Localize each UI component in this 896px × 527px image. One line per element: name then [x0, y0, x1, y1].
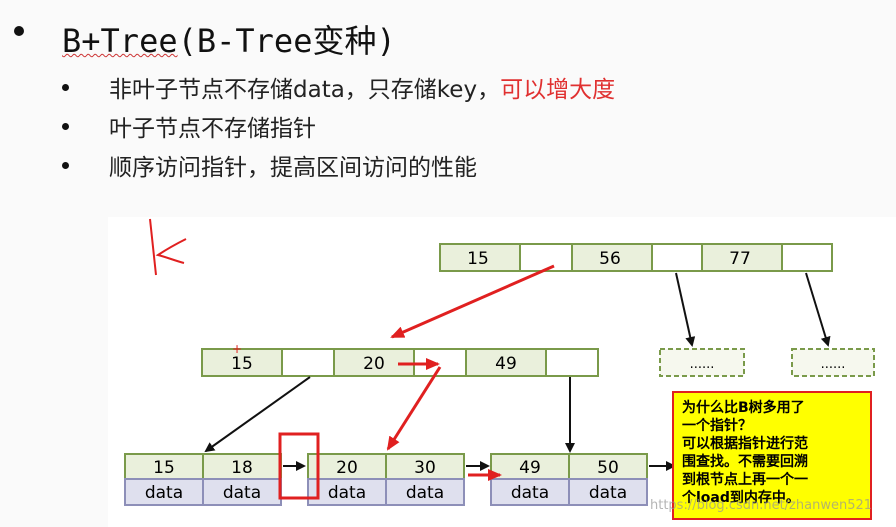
callout-line: 一个指针？ [682, 418, 752, 434]
leaf-data: data [406, 483, 444, 503]
bullet-1-highlight: 可以增大度 [500, 77, 616, 103]
inner-key-2: 20 [363, 354, 385, 374]
leaf-data-cell [568, 478, 648, 506]
root-cell [519, 243, 573, 272]
bullet-3-text: 顺序访问指针，提高区间访问的性能 [109, 155, 477, 181]
leaf-node-2: 20 30 data data [307, 453, 465, 506]
pointer-arrow [675, 272, 696, 347]
leaf-key: 30 [414, 458, 436, 478]
leaf-key-cell [385, 453, 465, 480]
leaf-data-cell [490, 478, 570, 506]
placeholder-node [659, 348, 745, 377]
root-key-1: 15 [467, 249, 489, 269]
leaf-data: data [328, 483, 366, 503]
pointer-arrow [805, 272, 831, 347]
bullet-dot [62, 123, 69, 130]
root-node: 15 56 77 [439, 243, 833, 272]
leaf-key: 15 [153, 458, 175, 478]
bullet-2: 叶子节点不存储指针 [62, 109, 316, 143]
inner-cell [333, 348, 415, 377]
search-path-arrow [390, 264, 555, 339]
placeholder-ellipsis: ...... [821, 357, 846, 372]
leaf-key-cell [202, 453, 282, 480]
callout-line: 为什么比B树多用了 [682, 400, 805, 416]
bplus-tree-diagram: 15 56 77 ...... ...... 15 20 49 + [108, 217, 896, 527]
page-title: B+Tree(B-Tree变种) [62, 16, 396, 62]
leaf-key: 49 [519, 458, 541, 478]
inner-key-1: 15 [231, 354, 253, 374]
pointer-highlight-box [278, 432, 320, 500]
title-suffix: (B-Tree变种) [177, 22, 396, 60]
annotation-callout: 为什么比B树多用了 一个指针？ 可以根据指针进行范 围查找。不需要回溯 到根节点… [672, 391, 872, 520]
root-cell [781, 243, 833, 272]
callout-line: 可以根据指针进行范 [682, 436, 808, 452]
root-key-3: 77 [729, 249, 751, 269]
bullet-dot [62, 84, 69, 91]
placeholder-ellipsis: ...... [690, 357, 715, 372]
bullet-1: 非叶子节点不存储data，只存储key，可以增大度 [62, 70, 615, 104]
root-cell [701, 243, 783, 272]
leaf-data: data [223, 483, 261, 503]
leaf-data: data [511, 483, 549, 503]
cursor-plus-icon: + [232, 342, 242, 356]
leaf-data-cell [202, 478, 282, 506]
leaf-key: 50 [597, 458, 619, 478]
inner-key-3: 49 [495, 354, 517, 374]
inner-cell [201, 348, 283, 377]
bullet-2-text: 叶子节点不存储指针 [109, 116, 316, 142]
bullet-1-text: 非叶子节点不存储data，只存储key， [109, 77, 501, 103]
callout-line: 个load到内存中。 [682, 490, 800, 506]
leaf-key-cell [568, 453, 648, 480]
root-cell [651, 243, 703, 272]
callout-line: 围查找。不需要回溯 [682, 454, 808, 470]
bullet-3: 顺序访问指针，提高区间访问的性能 [62, 148, 477, 182]
inner-cell [545, 348, 599, 377]
leaf-node-3: 49 50 data data [490, 453, 648, 506]
handwritten-mark [149, 218, 187, 276]
tree-svg: 15 56 77 ...... ...... 15 20 49 + [124, 218, 875, 506]
title-term: B+Tree [62, 22, 178, 60]
leaf-data: data [589, 483, 627, 503]
placeholder-node [791, 348, 875, 377]
leaf-data-cell [385, 478, 465, 506]
inner-cell [281, 348, 335, 377]
leaf-key: 20 [336, 458, 358, 478]
leaf-key: 18 [231, 458, 253, 478]
leaf-node-1: 15 18 data data [124, 453, 282, 506]
inner-node: 15 20 49 + [201, 342, 599, 377]
leaf-data: data [145, 483, 183, 503]
watermark: https://blog.csdn.net/zhanwen521 [650, 498, 873, 513]
title-bullet [14, 26, 24, 36]
leaf-data-cell [307, 478, 387, 506]
leaf-key-cell [490, 453, 570, 480]
bullet-dot [62, 162, 69, 169]
pointer-arrow [204, 376, 311, 453]
search-path-arrow [386, 366, 442, 451]
root-key-2: 56 [599, 249, 621, 269]
root-cell [571, 243, 653, 272]
callout-line: 到根节点上再一个一 [682, 472, 808, 488]
